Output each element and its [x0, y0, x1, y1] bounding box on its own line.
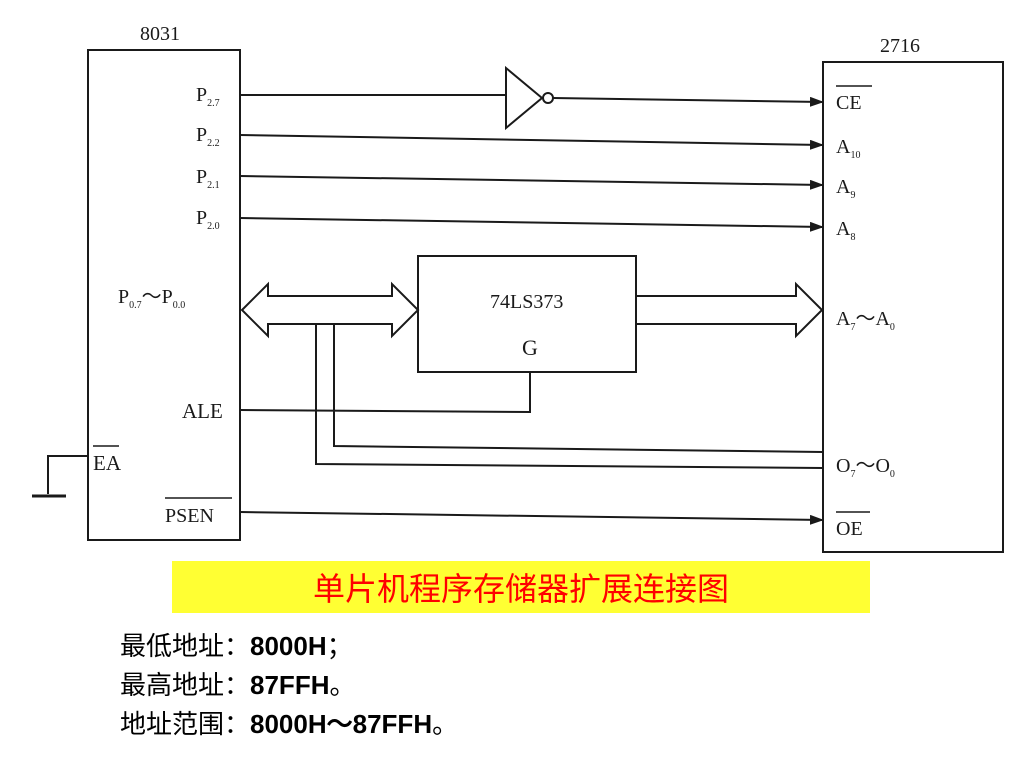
p0-data-bus-arrow: [240, 281, 420, 339]
pin-ale-label: ALE: [182, 399, 223, 423]
pin-a10-label: A10: [836, 136, 860, 161]
note-tail: ；: [326, 632, 353, 662]
note-label: 最高地址：: [120, 671, 251, 701]
latch-to-a70-bus-arrow: [635, 281, 824, 339]
latch-74ls373-block: [417, 255, 637, 373]
pin-ea-label: EA: [93, 451, 122, 475]
diagram-caption: 单片机程序存储器扩展连接图: [312, 570, 729, 608]
wire-p21-to-a9: [239, 175, 824, 190]
note-value: 8000H: [250, 631, 327, 661]
wire-psen-to-oe: [239, 511, 824, 525]
wire-ale-to-gate: [239, 372, 531, 414]
latch-name: 74LS373: [490, 291, 563, 313]
pin-a8-label: A8: [836, 218, 855, 243]
note-tail: 。: [329, 671, 356, 701]
inverter-bubble: [542, 92, 554, 104]
pin-p20-label: P2.0: [196, 207, 220, 232]
wire-p22-to-a10: [239, 134, 824, 150]
pin-a70-label: A7～A0: [836, 308, 895, 333]
eprom-name: 2716: [880, 35, 920, 57]
note-value: 87FFH: [250, 670, 330, 700]
wire-inverter-to-ce: [552, 96, 824, 107]
wire-ea-to-ground: [47, 455, 88, 494]
pin-p0-label: P0.7～P0.0: [118, 286, 185, 311]
pin-p21-label: P2.1: [196, 166, 220, 191]
pin-psen-label: PSEN: [165, 505, 214, 527]
note-label: 最低地址：: [120, 632, 251, 662]
note-address-range: 地址范围：8000H～87FFH。: [120, 705, 458, 744]
pin-a9-label: A9: [836, 176, 855, 201]
pin-p27-label: P2.7: [196, 84, 220, 109]
mcu-name: 8031: [140, 23, 180, 45]
inverter-gate: [505, 65, 544, 131]
address-notes: 最低地址：8000H； 最高地址：87FFH。 地址范围：8000H～87FFH…: [120, 627, 458, 744]
pin-oe-label: OE: [836, 518, 863, 540]
note-lowest-address: 最低地址：8000H；: [120, 627, 458, 666]
eprom-2716-block: [822, 61, 1004, 553]
circuit-diagram: 8031 2716 74LS373 G P2.7 P2.2 P2.1 P2.0 …: [32, 23, 1004, 553]
mcu-8031-block: [87, 49, 241, 541]
wire-bus-to-o70-b: [333, 324, 824, 453]
diagram-caption-bar: 单片机程序存储器扩展连接图: [172, 561, 870, 613]
pin-ce-label: CE: [836, 92, 862, 114]
note-tail: 。: [432, 710, 459, 740]
note-label: 地址范围：: [120, 710, 251, 740]
pin-p22-label: P2.2: [196, 124, 220, 149]
note-value: 8000H～87FFH: [250, 709, 433, 739]
note-highest-address: 最高地址：87FFH。: [120, 666, 458, 705]
wire-p20-to-a8: [239, 217, 824, 232]
latch-gate-label: G: [522, 335, 538, 360]
pin-o70-label: O7～O0: [836, 455, 895, 480]
wire-bus-to-o70-a: [315, 324, 824, 469]
